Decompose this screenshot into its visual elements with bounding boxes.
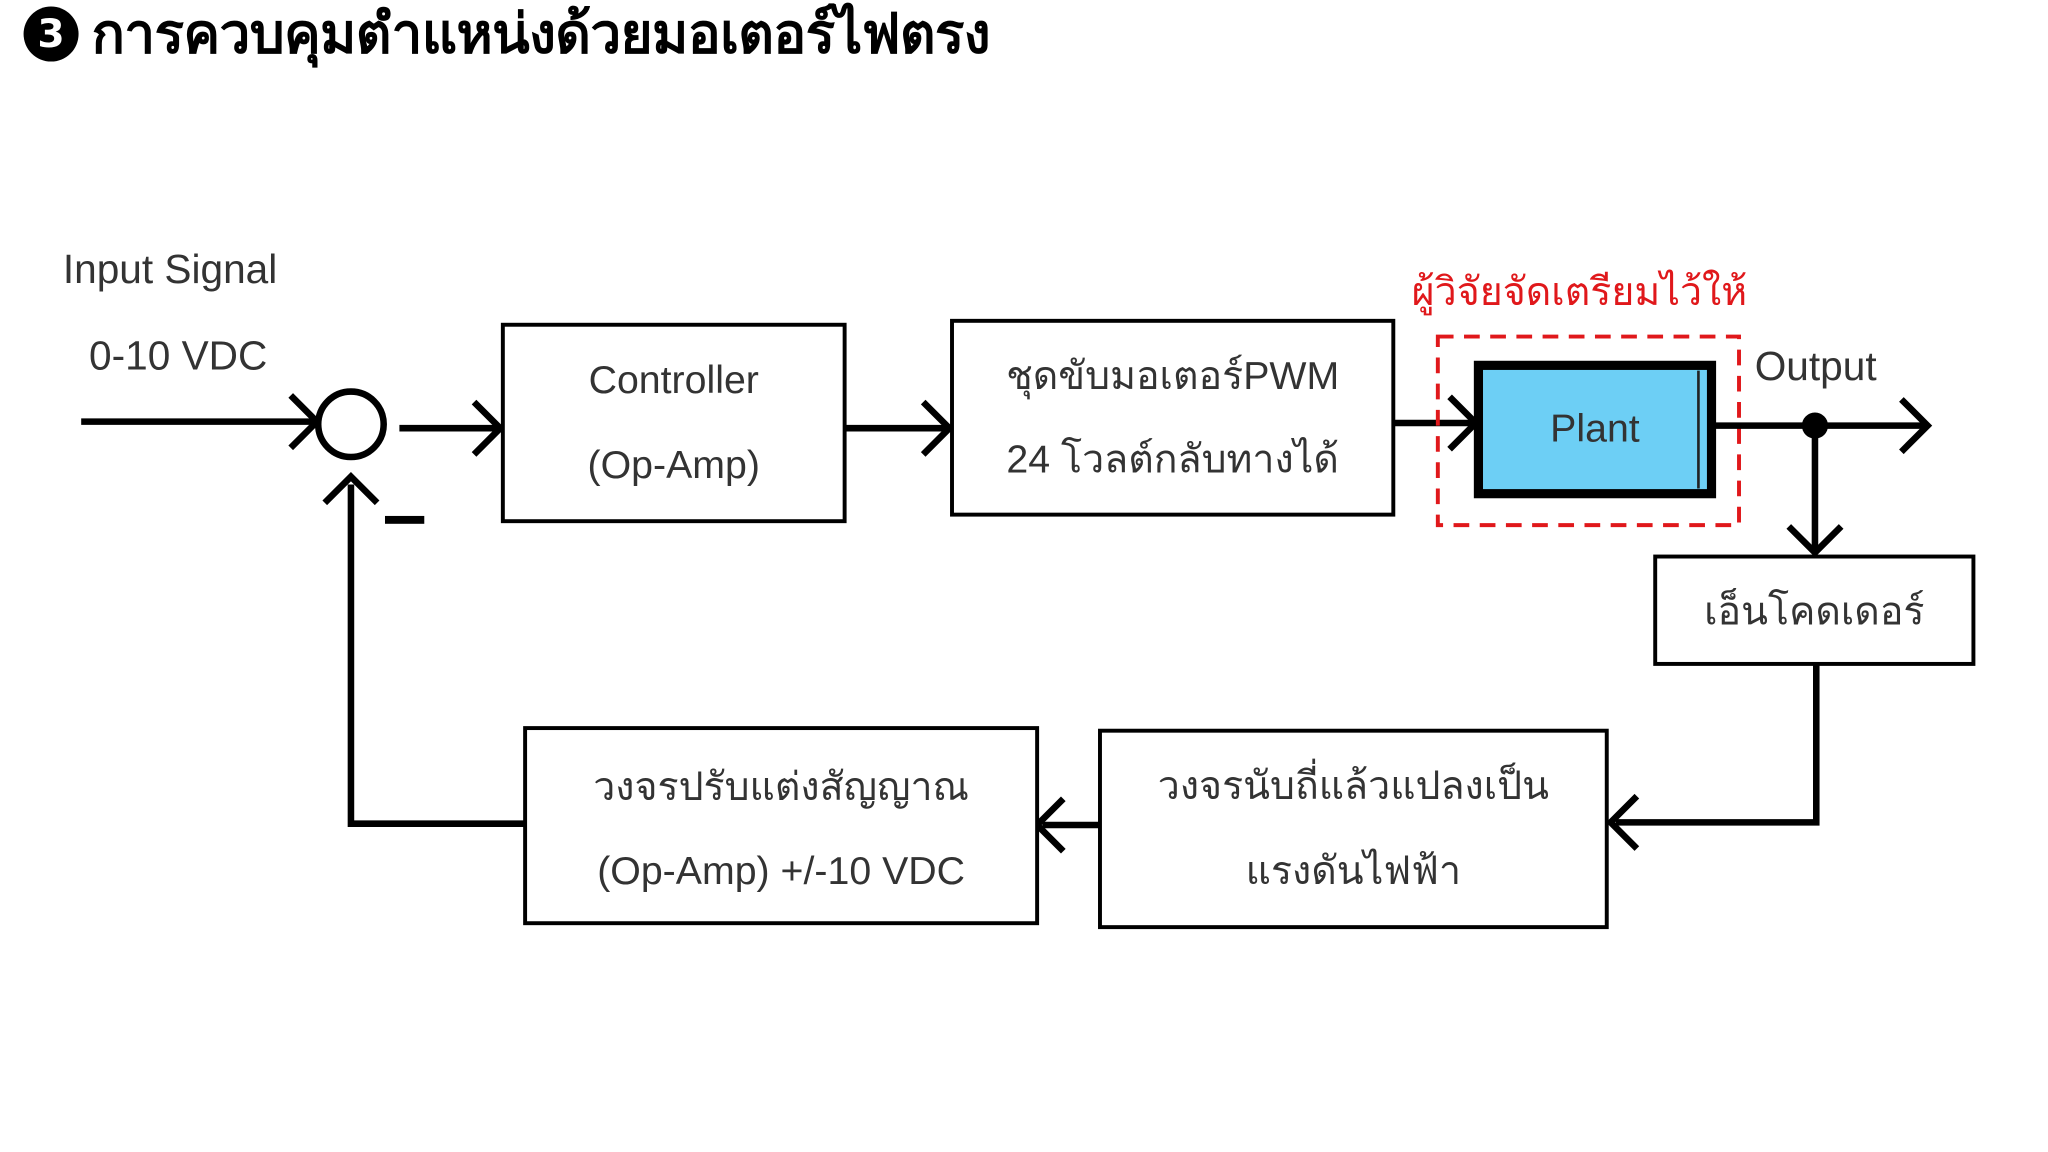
title-row: 3 การควบคุมตำแหน่งด้วยมอเตอร์ไฟตรง xyxy=(23,0,991,68)
controller-arrowhead xyxy=(471,399,505,457)
controller-block xyxy=(500,322,847,524)
encoder-to-counter-line xyxy=(1615,663,1820,826)
counter-block xyxy=(1098,728,1609,930)
summing-junction xyxy=(314,388,387,461)
counter-line-1: วงจรนับถี่แล้วแปลงเป็น xyxy=(1157,764,1549,808)
feedback-line xyxy=(347,484,526,827)
input-range-label: 0-10 VDC xyxy=(89,332,268,379)
prepared-by-researcher-note: ผู้วิจัยจัดเตรียมไว้ให้ xyxy=(1411,271,1748,315)
feedback-arrowhead xyxy=(322,472,380,506)
encoder-block xyxy=(1653,554,1976,666)
encoder-text: เอ็นโคดเดอร์ xyxy=(1655,560,1973,662)
conditioner-line-1: วงจรปรับแต่งสัญญาณ xyxy=(593,766,970,810)
conditioner-text: วงจรปรับแต่งสัญญาณ (Op-Amp) +/-10 VDC xyxy=(525,741,1037,910)
encoder-label: เอ็นโคดเดอร์ xyxy=(1704,589,1925,634)
counter-line-2: แรงดันไฟฟ้า xyxy=(1245,849,1462,894)
controller-line-2: (Op-Amp) xyxy=(587,443,760,487)
negative-feedback-sign xyxy=(384,515,425,524)
plant-text: Plant xyxy=(1484,371,1707,489)
driver-text: ชุดขับมอเตอร์PWM 24 โวลต์กลับทางได้ xyxy=(952,334,1393,502)
conditioner-block xyxy=(523,726,1040,926)
counter-arrowhead xyxy=(1606,793,1640,851)
controller-text: Controller (Op-Amp) xyxy=(503,338,845,508)
output-label: Output xyxy=(1754,343,1877,389)
counter-text: วงจรนับถี่แล้วแปลงเป็น แรงดันไฟฟ้า xyxy=(1100,744,1607,914)
driver-line-2: 24 โวลต์กลับทางได้ xyxy=(1006,438,1339,482)
encoder-arrowhead xyxy=(1786,524,1844,558)
output-arrowhead xyxy=(1899,397,1933,455)
conditioner-line-2: (Op-Amp) +/-10 VDC xyxy=(597,849,966,894)
driver-line-1: ชุดขับมอเตอร์PWM xyxy=(1006,354,1340,398)
page-title: การควบคุมตำแหน่งด้วยมอเตอร์ไฟตรง xyxy=(91,1,991,66)
driver-block xyxy=(950,318,1396,517)
controller-line-1: Controller xyxy=(588,358,759,402)
prepared-by-researcher-region xyxy=(1435,334,1741,528)
plant-block xyxy=(1473,360,1717,499)
driver-arrowhead xyxy=(920,399,955,457)
plant-label: Plant xyxy=(1550,407,1640,451)
number-badge: 3 xyxy=(23,6,79,62)
input-signal-label: Input Signal xyxy=(62,246,278,293)
